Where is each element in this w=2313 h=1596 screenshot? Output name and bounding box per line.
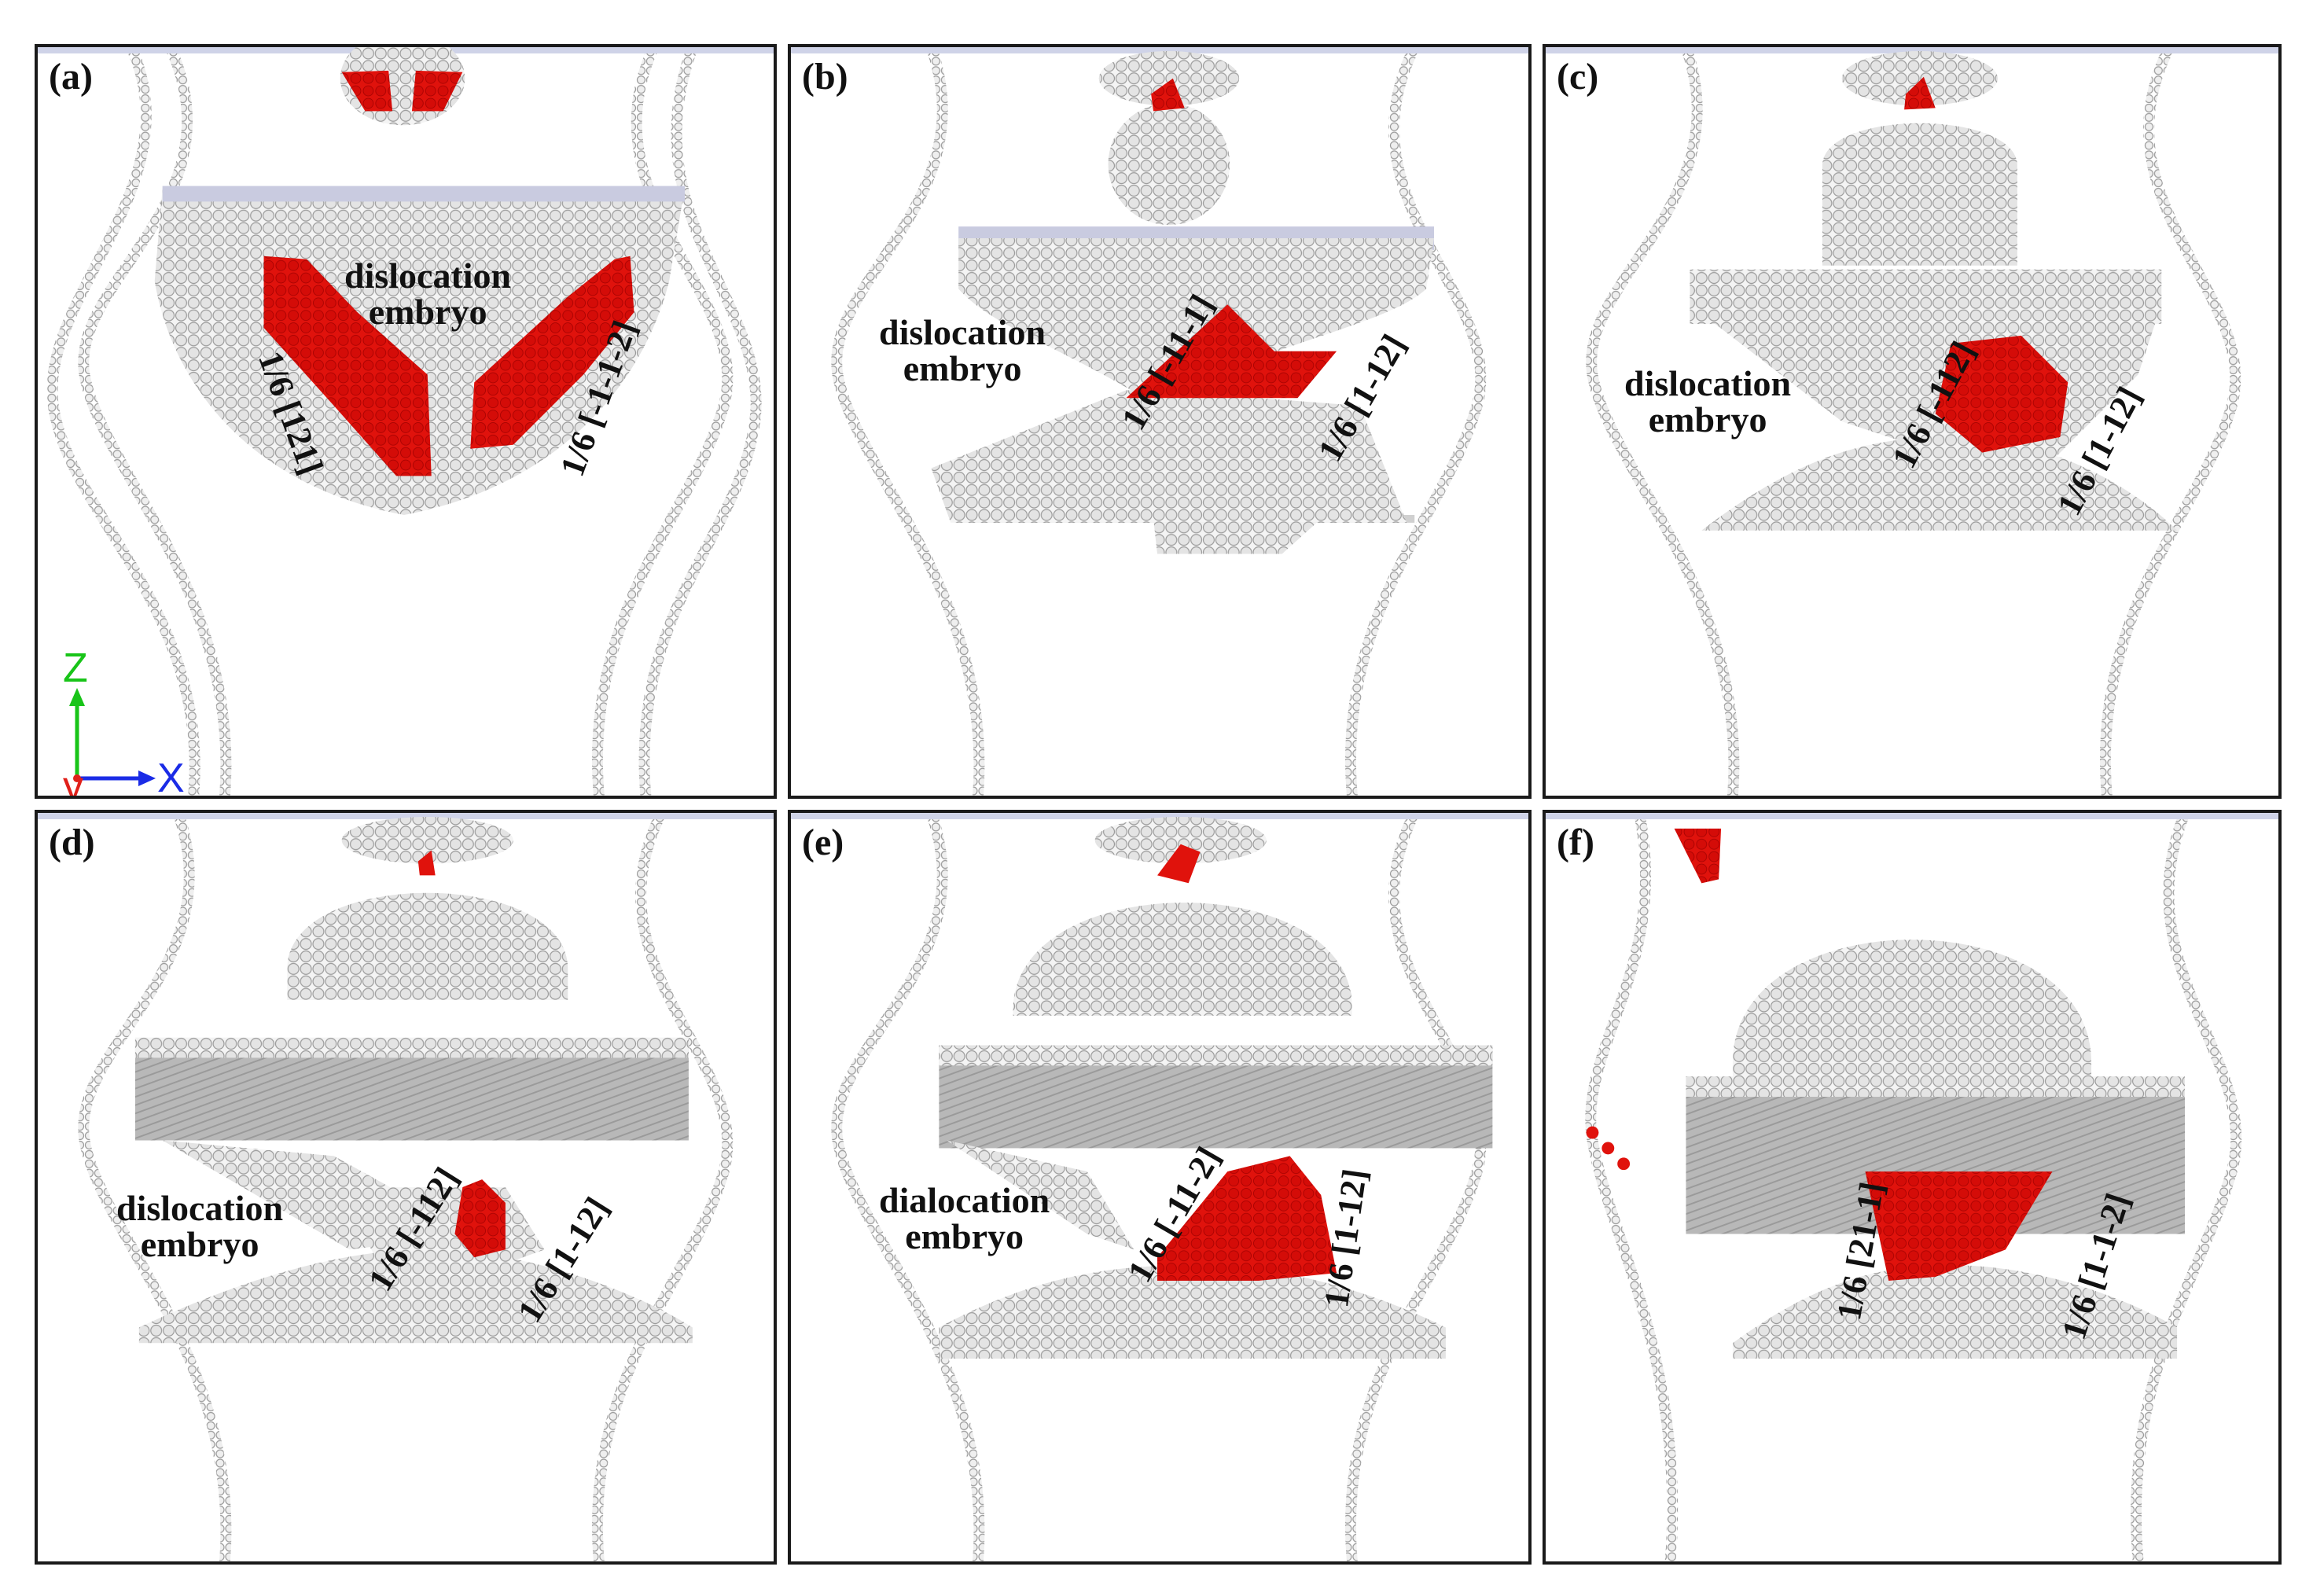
embryo-annotation: dislocation embryo xyxy=(879,312,1046,388)
panel-label: (e) xyxy=(802,822,844,863)
panel-f: (f) 1/6 [21-1] 1/6 [1-1-2] xyxy=(1543,810,2282,1565)
panel-e-illustration xyxy=(791,813,1528,1561)
y-axis-label: y xyxy=(63,763,83,799)
panel-label: (a) xyxy=(49,56,93,97)
panel-c-illustration xyxy=(1546,47,2278,796)
embryo-annotation: dislocation embryo xyxy=(344,256,512,332)
panel-a-illustration xyxy=(38,47,774,796)
embryo-annotation: dislocation embryo xyxy=(116,1188,284,1264)
panel-label: (c) xyxy=(1557,56,1599,97)
panel-d: (d) dislocation embryo 1/6 [-112] 1/6 [1… xyxy=(35,810,777,1565)
panel-f-illustration xyxy=(1546,813,2278,1561)
panel-b-illustration xyxy=(791,47,1528,796)
x-axis-label: X xyxy=(157,756,185,799)
z-axis-label: Z xyxy=(63,645,88,691)
panel-b: (b) dislocation embryo 1/6 [-11-1] 1/6 [… xyxy=(788,44,1532,799)
embryo-annotation: dialocation embryo xyxy=(879,1180,1050,1256)
panel-a: (a) dislocation embryo 1/6 [121] 1/6 [-1… xyxy=(35,44,777,799)
embryo-annotation: dislocation embryo xyxy=(1624,363,1792,439)
panel-c: (c) dislocation embryo 1/6 [-112] 1/6 [1… xyxy=(1543,44,2282,799)
panel-label: (b) xyxy=(802,56,848,97)
panel-e: (e) dialocation embryo 1/6 [-11-2] 1/6 [… xyxy=(788,810,1532,1565)
panel-d-illustration xyxy=(38,813,774,1561)
panel-label: (f) xyxy=(1557,822,1594,863)
axis-triad: Z X y xyxy=(53,645,195,799)
panel-label: (d) xyxy=(49,822,95,863)
